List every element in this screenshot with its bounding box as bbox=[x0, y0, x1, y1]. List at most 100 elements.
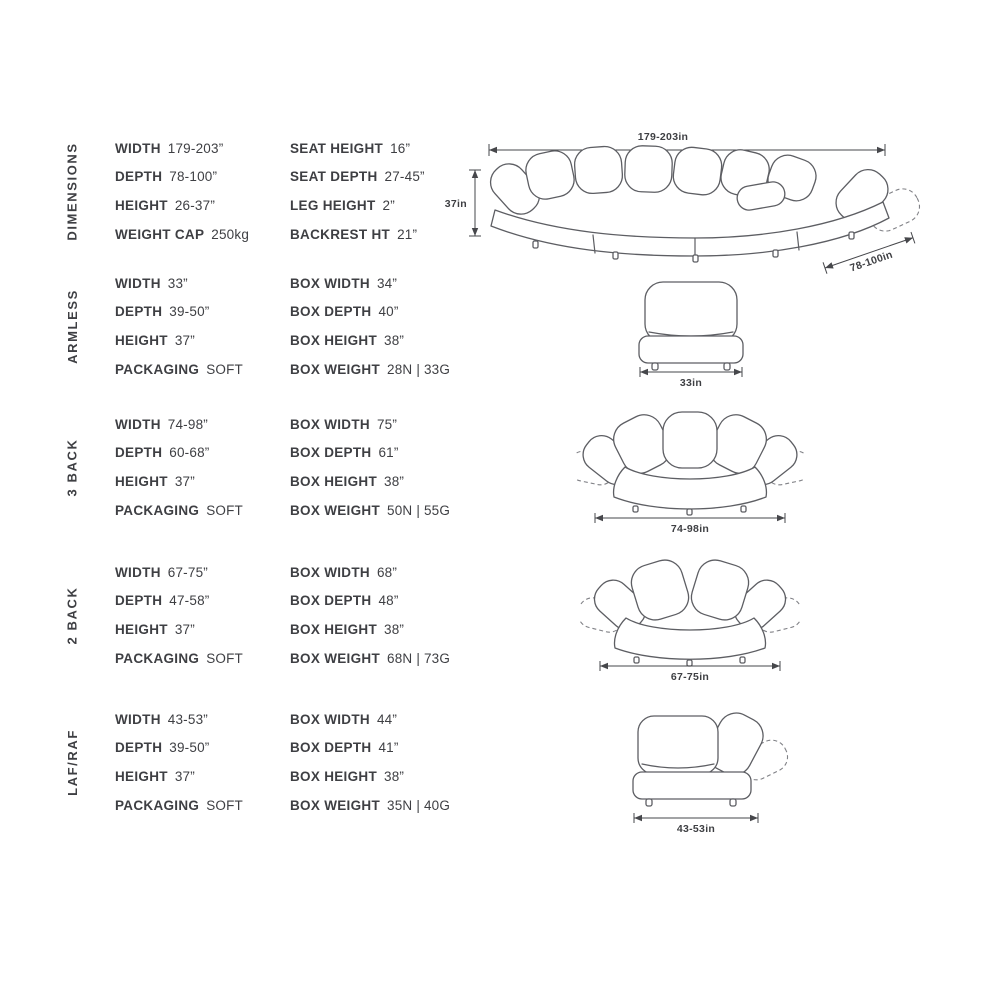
spec-value: 50N | 55G bbox=[387, 502, 451, 518]
spec-key: BOX WEIGHT bbox=[290, 797, 380, 813]
width-dimension-label: 43-53in bbox=[677, 823, 715, 835]
spec-key: BOX WIDTH bbox=[290, 564, 370, 580]
spec-key: HEIGHT bbox=[115, 332, 168, 348]
width-dimension-label: 67-75in bbox=[671, 671, 709, 683]
sectional-sofa-drawing: 179-203in 37in bbox=[445, 131, 921, 274]
section-label-text: LAF/RAF bbox=[64, 728, 80, 796]
spec-value: 44” bbox=[376, 711, 398, 727]
spec-row: BOX DEPTH 48” bbox=[290, 593, 535, 608]
spec-value: 78-100” bbox=[169, 169, 218, 185]
spec-key: BOX HEIGHT bbox=[290, 473, 378, 489]
spec-value: 38” bbox=[384, 621, 405, 637]
spec-value: 37” bbox=[174, 621, 195, 637]
armless-module-drawing: 33in bbox=[638, 281, 744, 389]
spec-value: SOFT bbox=[206, 502, 244, 518]
spec-value: 60-68” bbox=[169, 445, 210, 461]
spec-value: SOFT bbox=[206, 650, 244, 666]
spec-key: DEPTH bbox=[115, 593, 163, 609]
spec-row: BOX HEIGHT 38” bbox=[290, 622, 535, 637]
spec-key: BOX WIDTH bbox=[290, 275, 370, 291]
spec-row: WIDTH 74-98” bbox=[115, 417, 290, 432]
spec-value: 37” bbox=[174, 473, 195, 489]
width-dimension-label: 33in bbox=[680, 377, 702, 389]
spec-value: 74-98” bbox=[167, 416, 208, 432]
spec-key: WIDTH bbox=[115, 564, 161, 580]
spec-key: BOX DEPTH bbox=[290, 593, 372, 609]
width-dimension-line: 74-98in bbox=[594, 513, 786, 535]
section-label-text: 2 BACK bbox=[64, 586, 80, 644]
spec-key: SEAT HEIGHT bbox=[290, 140, 384, 156]
spec-key: DEPTH bbox=[115, 169, 163, 185]
height-dimension-line: 37in bbox=[445, 169, 481, 237]
spec-value: 16” bbox=[390, 140, 411, 156]
spec-key: BOX DEPTH bbox=[290, 740, 372, 756]
spec-key: LEG HEIGHT bbox=[290, 197, 376, 213]
spec-key: PACKAGING bbox=[115, 361, 200, 377]
spec-value: 68” bbox=[376, 564, 398, 580]
spec-value: 47-58” bbox=[169, 593, 210, 609]
spec-key: HEIGHT bbox=[115, 197, 168, 213]
spec-key: BOX WIDTH bbox=[290, 711, 370, 727]
height-dimension-label: 37in bbox=[445, 198, 467, 210]
spec-key: BOX WEIGHT bbox=[290, 502, 380, 518]
spec-key: SEAT DEPTH bbox=[290, 169, 378, 185]
spec-key: BOX WEIGHT bbox=[290, 650, 380, 666]
spec-value: 34” bbox=[376, 275, 398, 291]
spec-value: 38” bbox=[384, 473, 405, 489]
spec-value: 27-45” bbox=[384, 169, 425, 185]
section-label: ARMLESS bbox=[52, 269, 92, 383]
spec-value: 33” bbox=[167, 275, 188, 291]
section-label-text: DIMENSIONS bbox=[64, 141, 80, 241]
spec-key: PACKAGING bbox=[115, 650, 200, 666]
spec-value: 61” bbox=[378, 445, 399, 461]
spec-key: WIDTH bbox=[115, 416, 161, 432]
spec-row: BOX HEIGHT 38” bbox=[290, 474, 535, 489]
module-outline bbox=[638, 281, 744, 371]
spec-key: DEPTH bbox=[115, 740, 163, 756]
width-dimension-label: 74-98in bbox=[671, 523, 709, 535]
spec-key: BOX DEPTH bbox=[290, 304, 372, 320]
laf-raf-module-drawing: 43-53in bbox=[632, 712, 789, 835]
spec-row: BOX WIDTH 68” bbox=[290, 565, 535, 580]
spec-value: 75” bbox=[376, 416, 398, 432]
spec-value: 35N | 40G bbox=[387, 797, 451, 813]
spec-value: 48” bbox=[378, 593, 399, 609]
spec-key: BOX HEIGHT bbox=[290, 621, 378, 637]
module-outline bbox=[580, 559, 800, 667]
spec-key: HEIGHT bbox=[115, 473, 168, 489]
spec-row: SEAT HEIGHT 16” bbox=[290, 141, 535, 156]
spec-value: 39-50” bbox=[169, 304, 210, 320]
spec-value: 37” bbox=[174, 768, 195, 784]
spec-key: PACKAGING bbox=[115, 797, 200, 813]
section-label-text: ARMLESS bbox=[64, 288, 80, 364]
three-back-module-drawing: 74-98in bbox=[575, 411, 805, 535]
width-dimension-line: 67-75in bbox=[599, 661, 781, 683]
module-outline bbox=[632, 712, 789, 807]
spec-value: SOFT bbox=[206, 797, 244, 813]
spec-value: 38” bbox=[384, 768, 405, 784]
width-dimension-line: 33in bbox=[639, 367, 743, 389]
spec-row: DEPTH 78-100” bbox=[115, 169, 290, 184]
